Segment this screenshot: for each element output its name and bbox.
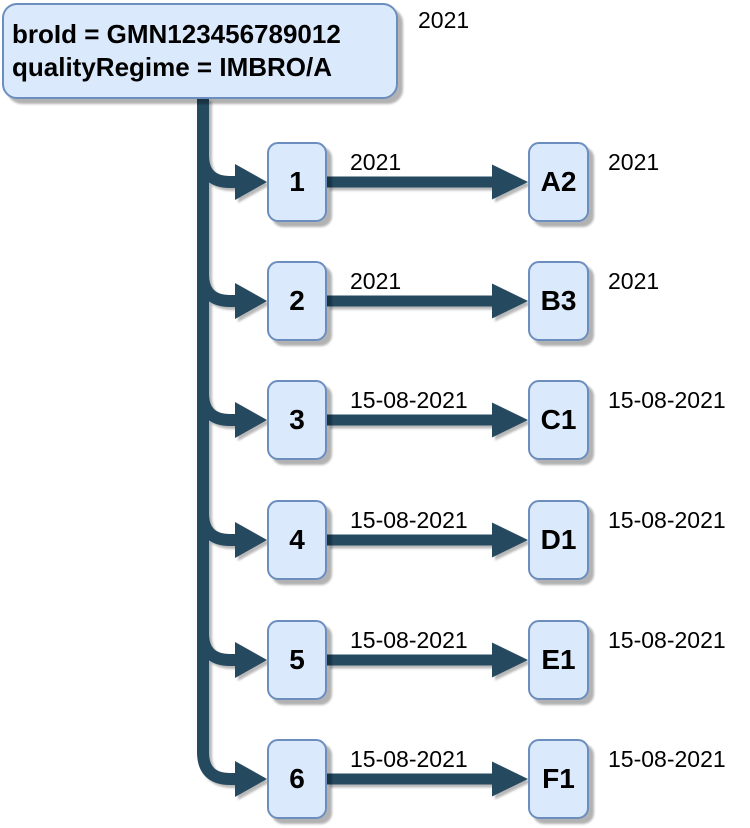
edge-date-label: 2021: [350, 268, 402, 294]
result-node-label: B3: [540, 285, 577, 316]
edge-date-label: 15-08-2021: [350, 387, 468, 413]
event-node: 6: [267, 739, 327, 819]
branch-arrowhead-4: [235, 522, 267, 558]
root-node-bro-id-line: broId = GMN123456789012: [12, 19, 341, 49]
result-date-label: 15-08-2021: [608, 627, 726, 653]
result-node-label: E1: [541, 644, 576, 675]
result-node-label: F1: [542, 763, 575, 794]
event-result-arrowhead-6: [492, 761, 528, 797]
event-node: 1: [267, 142, 327, 222]
event-node: 3: [267, 380, 327, 460]
branch-edge-1: [197, 154, 236, 188]
event-result-arrowhead-3: [492, 402, 528, 438]
event-node-label: 2: [289, 285, 305, 316]
branch-arrowhead-1: [235, 164, 267, 200]
branch-arrowhead-5: [235, 642, 267, 678]
event-node: 4: [267, 500, 327, 580]
root-node-quality-regime-line: qualityRegime = IMBRO/A: [12, 52, 332, 82]
event-node-label: 3: [289, 404, 305, 435]
event-node-label: 5: [289, 644, 305, 675]
edge-date-label: 15-08-2021: [350, 746, 468, 772]
result-date-label: 15-08-2021: [608, 507, 726, 533]
root-year-label: 2021: [418, 7, 470, 33]
branch-edge-3: [197, 392, 236, 426]
branch-arrowhead-6: [235, 761, 267, 797]
branch-edge-5: [197, 632, 236, 666]
event-result-arrowhead-4: [492, 522, 528, 558]
branch-edge-6: [197, 751, 236, 785]
event-node: 5: [267, 620, 327, 700]
result-node: F1: [528, 739, 589, 819]
result-node-label: D1: [540, 524, 577, 555]
branch-arrowhead-3: [235, 402, 267, 438]
result-date-label: 2021: [608, 149, 660, 175]
result-node: A2: [528, 142, 589, 222]
result-node: E1: [528, 620, 589, 700]
event-result-arrowhead-5: [492, 642, 528, 678]
event-node-label: 6: [289, 763, 305, 794]
result-date-label: 15-08-2021: [608, 387, 726, 413]
result-node: D1: [528, 500, 589, 580]
event-node-label: 1: [289, 166, 305, 197]
branch-edge-2: [197, 273, 236, 307]
event-result-arrowhead-2: [492, 283, 528, 319]
event-result-arrowhead-1: [492, 164, 528, 200]
edge-date-label: 2021: [350, 149, 402, 175]
result-node: C1: [528, 380, 589, 460]
branch-edge-4: [197, 512, 236, 546]
result-node: B3: [528, 261, 589, 341]
root-node: broId = GMN123456789012 qualityRegime = …: [2, 3, 398, 99]
result-date-label: 15-08-2021: [608, 746, 726, 772]
result-date-label: 2021: [608, 268, 660, 294]
branch-arrowhead-2: [235, 283, 267, 319]
result-node-label: C1: [540, 404, 577, 435]
event-node: 2: [267, 261, 327, 341]
result-node-label: A2: [540, 166, 577, 197]
event-node-label: 4: [289, 524, 305, 555]
edge-date-label: 15-08-2021: [350, 507, 468, 533]
edge-date-label: 15-08-2021: [350, 627, 468, 653]
